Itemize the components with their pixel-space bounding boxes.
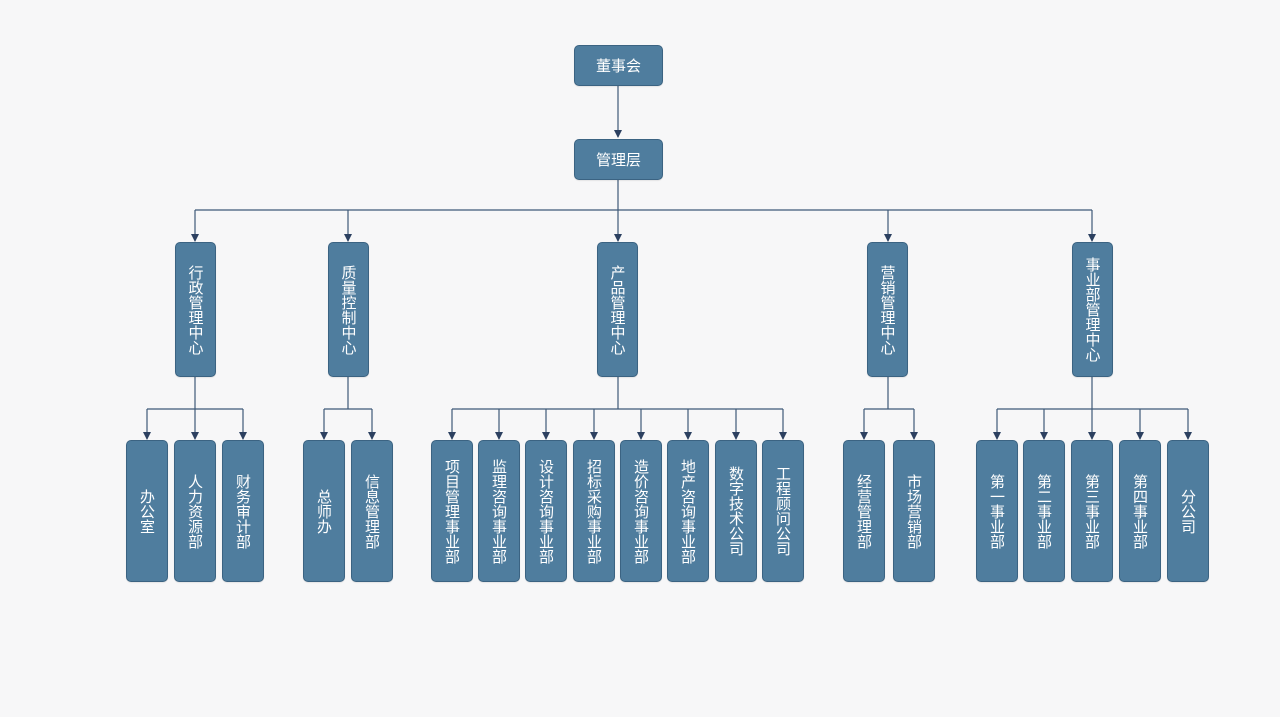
center-box-business-units: 事业部管理中心 [1072,242,1113,377]
department-box: 第四事业部 [1119,440,1161,582]
department-label: 市场营销部 [905,473,923,549]
center-label: 产品管理中心 [608,264,627,355]
department-label: 设计咨询事业部 [537,458,555,564]
department-box: 市场营销部 [893,440,935,582]
department-box: 人力资源部 [174,440,216,582]
department-label: 第二事业部 [1035,473,1053,549]
department-box: 监理咨询事业部 [478,440,520,582]
department-box: 工程顾问公司 [762,440,804,582]
department-label: 工程顾问公司 [774,466,792,556]
department-box: 总师办 [303,440,345,582]
department-label: 第四事业部 [1131,473,1149,549]
department-label: 第一事业部 [988,473,1006,549]
department-label: 招标采购事业部 [585,458,603,564]
department-box: 分公司 [1167,440,1209,582]
management-box: 管理层 [574,139,663,180]
department-label: 数字技术公司 [727,466,745,556]
department-label: 总师办 [315,488,333,534]
center-label: 营销管理中心 [878,264,897,355]
department-box: 信息管理部 [351,440,393,582]
department-box: 设计咨询事业部 [525,440,567,582]
department-label: 人力资源部 [186,473,204,549]
department-box: 第一事业部 [976,440,1018,582]
department-label: 财务审计部 [234,473,252,549]
department-label: 办公室 [138,488,156,534]
center-box-product: 产品管理中心 [597,242,638,377]
department-box: 经营管理部 [843,440,885,582]
center-box-marketing: 营销管理中心 [867,242,908,377]
center-label: 质量控制中心 [339,264,358,355]
department-box: 办公室 [126,440,168,582]
department-box: 造价咨询事业部 [620,440,662,582]
department-label: 造价咨询事业部 [632,458,650,564]
department-box: 第三事业部 [1071,440,1113,582]
board-of-directors-box: 董事会 [574,45,663,86]
department-label: 监理咨询事业部 [490,458,508,564]
department-box: 数字技术公司 [715,440,757,582]
center-label: 事业部管理中心 [1083,257,1102,362]
department-label: 项目管理事业部 [443,458,461,564]
department-box: 招标采购事业部 [573,440,615,582]
department-box: 第二事业部 [1023,440,1065,582]
department-label: 经营管理部 [855,473,873,549]
management-label: 管理层 [595,150,641,169]
department-box: 地产咨询事业部 [667,440,709,582]
center-box-quality: 质量控制中心 [328,242,369,377]
center-label: 行政管理中心 [186,264,205,355]
department-label: 第三事业部 [1083,473,1101,549]
department-label: 地产咨询事业部 [679,458,697,564]
department-label: 信息管理部 [363,473,381,549]
center-box-admin: 行政管理中心 [175,242,216,377]
board-of-directors-label: 董事会 [595,56,641,75]
department-box: 项目管理事业部 [431,440,473,582]
department-label: 分公司 [1179,488,1197,534]
department-box: 财务审计部 [222,440,264,582]
